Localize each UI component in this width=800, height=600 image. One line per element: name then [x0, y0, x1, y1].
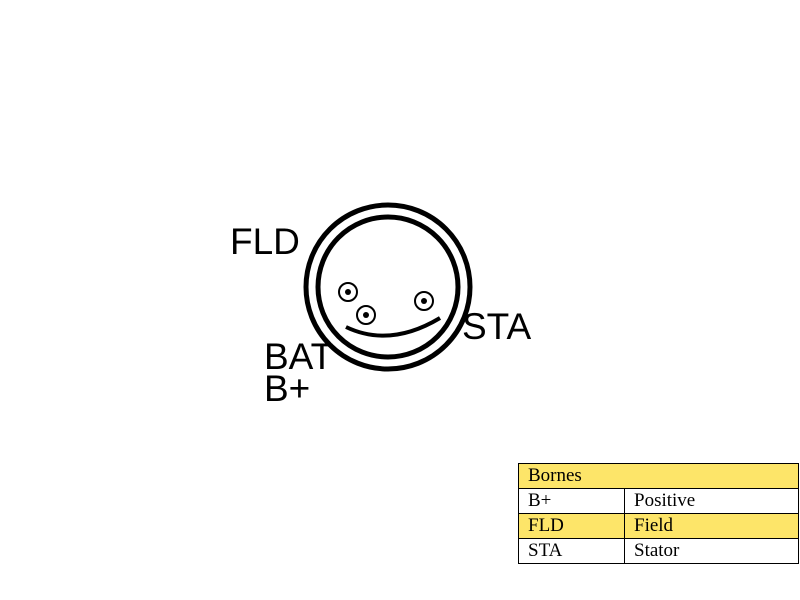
bplus-terminal-label: B+	[264, 368, 311, 409]
connector-inner-ring	[315, 214, 461, 360]
legend-code-cell: B+	[518, 488, 625, 514]
legend-row: STA Stator	[518, 538, 799, 564]
connector-key-flat	[345, 316, 442, 338]
fld-terminal-label: FLD	[230, 221, 300, 262]
legend-meaning-cell: Positive	[624, 488, 799, 514]
terminal-pin-fld	[338, 282, 358, 302]
connector-outer-ring	[303, 202, 473, 372]
legend-row: FLD Field	[518, 513, 799, 539]
legend-meaning-cell: Field	[624, 513, 799, 539]
legend-header: Bornes	[518, 463, 799, 489]
sta-terminal-label: STA	[462, 306, 532, 347]
legend-row: B+ Positive	[518, 488, 799, 514]
legend-code-cell: FLD	[518, 513, 625, 539]
bat-terminal-label: BAT	[264, 336, 334, 377]
terminal-legend-table: Bornes B+ Positive FLD Field STA Stator	[518, 463, 799, 564]
terminal-pin-bat	[356, 305, 376, 325]
legend-meaning-cell: Stator	[624, 538, 799, 564]
legend-header-row: Bornes	[518, 463, 799, 489]
terminal-pin-sta	[414, 291, 434, 311]
legend-code-cell: STA	[518, 538, 625, 564]
